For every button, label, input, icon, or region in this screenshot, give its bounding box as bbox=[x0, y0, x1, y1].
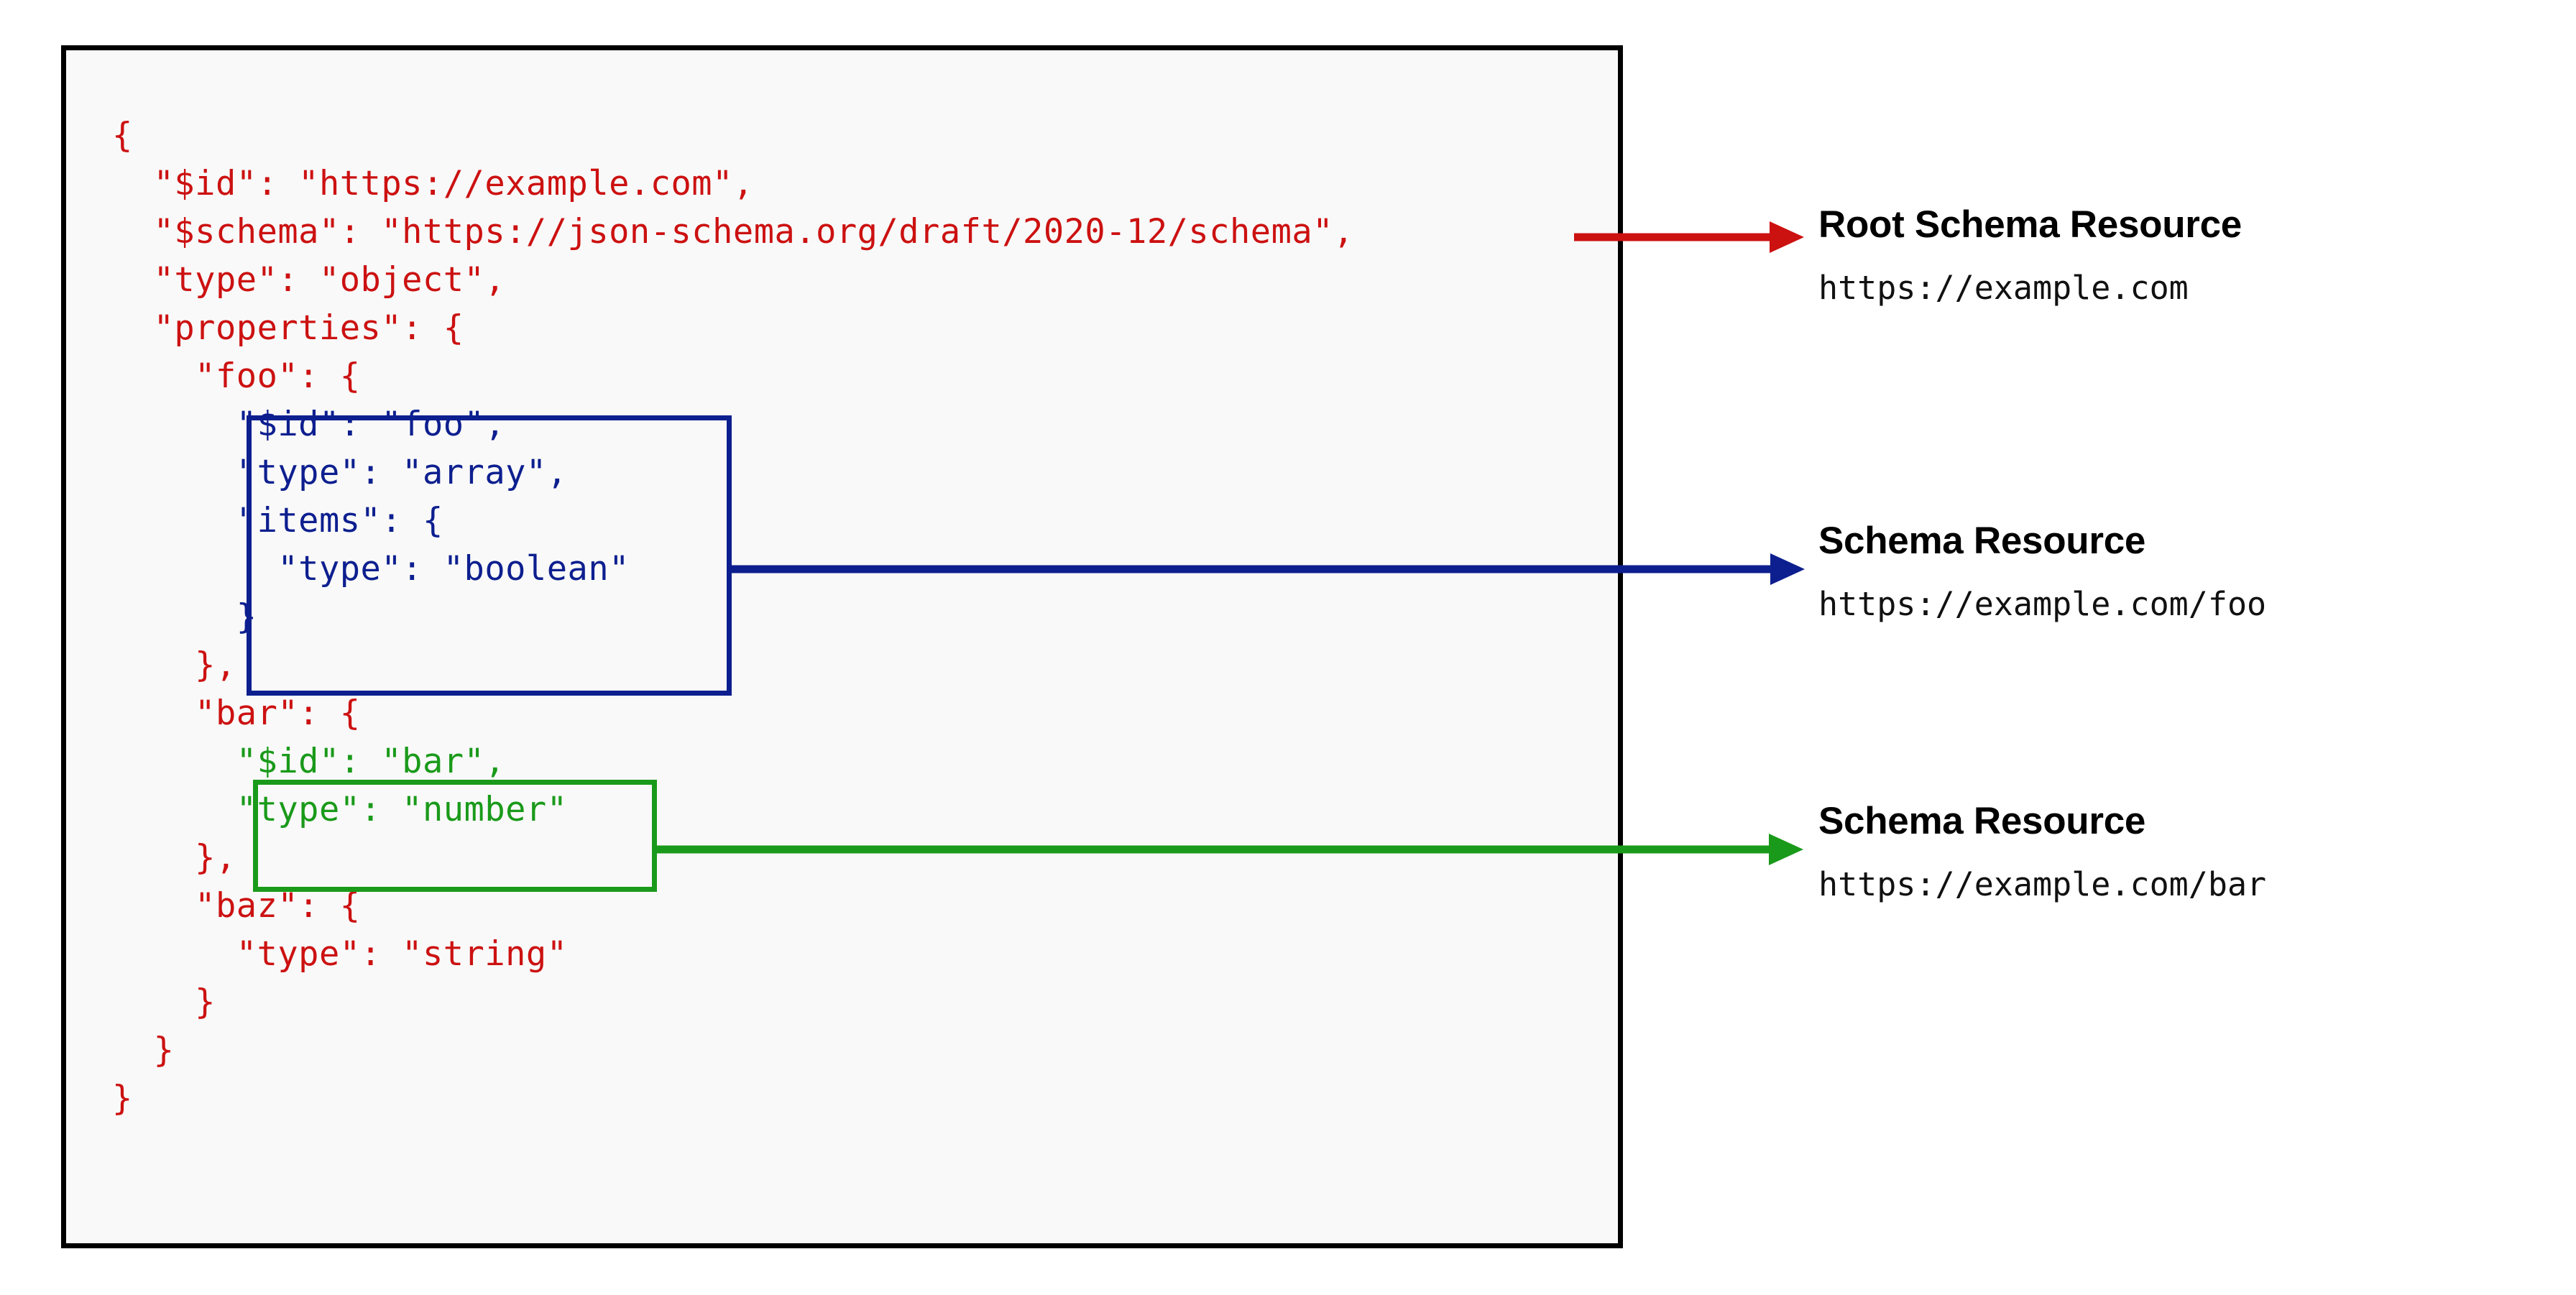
code-line: } bbox=[112, 982, 216, 1022]
code-line: "items": { bbox=[112, 501, 443, 540]
code-line: "type": "number" bbox=[112, 790, 568, 829]
foo-schema-arrow-icon bbox=[727, 553, 1805, 585]
annotation-uri: https://example.com/bar bbox=[1818, 865, 2267, 903]
foo-schema-resource-annotation: Schema Resource https://example.com/foo bbox=[1818, 519, 2552, 624]
code-line: } bbox=[112, 597, 257, 637]
code-line: "type": "string" bbox=[112, 934, 568, 974]
code-line: "foo": { bbox=[112, 356, 361, 396]
code-line: }, bbox=[112, 838, 236, 877]
code-line: "type": "object", bbox=[112, 260, 506, 300]
code-line: "type": "array", bbox=[112, 453, 568, 492]
annotation-title: Schema Resource bbox=[1818, 520, 2146, 562]
root-schema-resource-annotation: Root Schema Resource https://example.com bbox=[1818, 203, 2552, 308]
code-panel: { "$id": "https://example.com", "$schema… bbox=[61, 45, 1623, 1248]
json-schema-code-listing: { "$id": "https://example.com", "$schema… bbox=[112, 111, 1354, 1123]
bar-schema-arrow-icon bbox=[652, 834, 1803, 865]
code-line: "properties": { bbox=[112, 308, 464, 348]
annotation-uri: https://example.com/foo bbox=[1818, 585, 2267, 623]
root-schema-arrow-icon bbox=[1574, 221, 1804, 253]
bar-schema-resource-annotation: Schema Resource https://example.com/bar bbox=[1818, 799, 2552, 904]
code-line: { bbox=[112, 116, 133, 155]
code-line: "bar": { bbox=[112, 693, 361, 733]
code-line: }, bbox=[112, 645, 236, 685]
code-line: } bbox=[112, 1079, 133, 1118]
annotation-uri: https://example.com bbox=[1818, 269, 2189, 307]
code-line: "$id": "foo", bbox=[112, 405, 506, 444]
code-line: "$id": "bar", bbox=[112, 742, 506, 781]
annotation-title: Root Schema Resource bbox=[1818, 203, 2242, 246]
annotation-title: Schema Resource bbox=[1818, 800, 2146, 842]
code-line: "baz": { bbox=[112, 886, 361, 926]
code-line: "$id": "https://example.com", bbox=[112, 164, 754, 203]
code-line: } bbox=[112, 1031, 175, 1070]
code-line: "type": "boolean" bbox=[112, 549, 630, 589]
code-line: "$schema": "https://json-schema.org/draf… bbox=[112, 212, 1354, 252]
